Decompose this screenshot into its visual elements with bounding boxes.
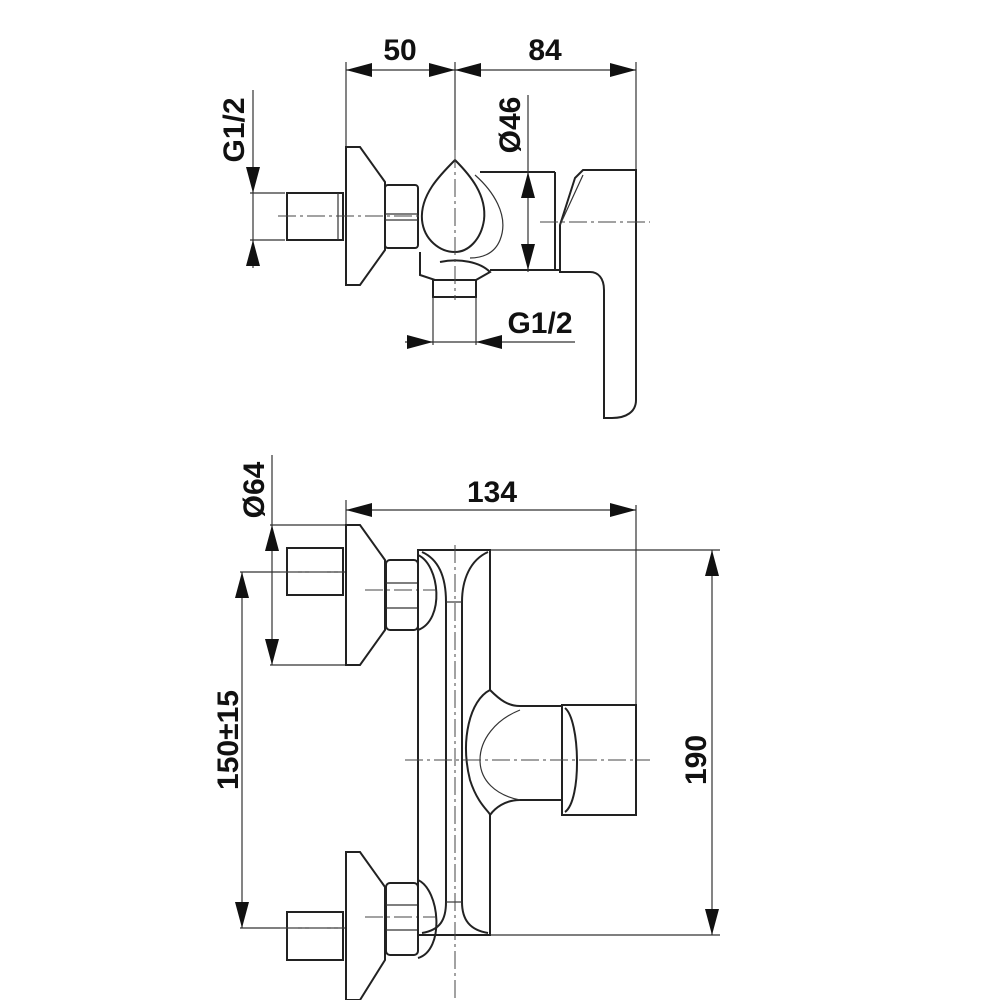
diverter-knob <box>420 158 486 254</box>
lower-inlet-stub <box>286 911 344 961</box>
dim-label-outlet-thread: G1/2 <box>507 307 572 340</box>
wall-flange <box>345 146 386 286</box>
dim-label-190: 190 <box>680 735 713 785</box>
lower-hex-nut <box>385 882 419 956</box>
front-view: 134 Ø64 150±15 190 <box>212 455 720 1000</box>
dim-label-84: 84 <box>528 34 562 67</box>
dim-label-50: 50 <box>383 34 416 67</box>
upper-hex-nut <box>385 559 419 631</box>
dim-label-flange-diameter: Ø64 <box>238 461 271 518</box>
top-view: 50 84 G1/2 Ø46 <box>218 34 650 419</box>
shower-outlet <box>489 689 563 816</box>
lower-wall-flange <box>345 851 386 1000</box>
mixer-body <box>417 549 491 936</box>
dim-label-inlet-spacing: 150±15 <box>212 690 245 790</box>
dim-label-134: 134 <box>467 476 517 509</box>
dim-label-knob-diameter: Ø46 <box>494 97 527 154</box>
upper-wall-flange <box>345 524 386 666</box>
dim-label-inlet-thread: G1/2 <box>218 97 251 162</box>
lever-handle <box>559 169 637 419</box>
